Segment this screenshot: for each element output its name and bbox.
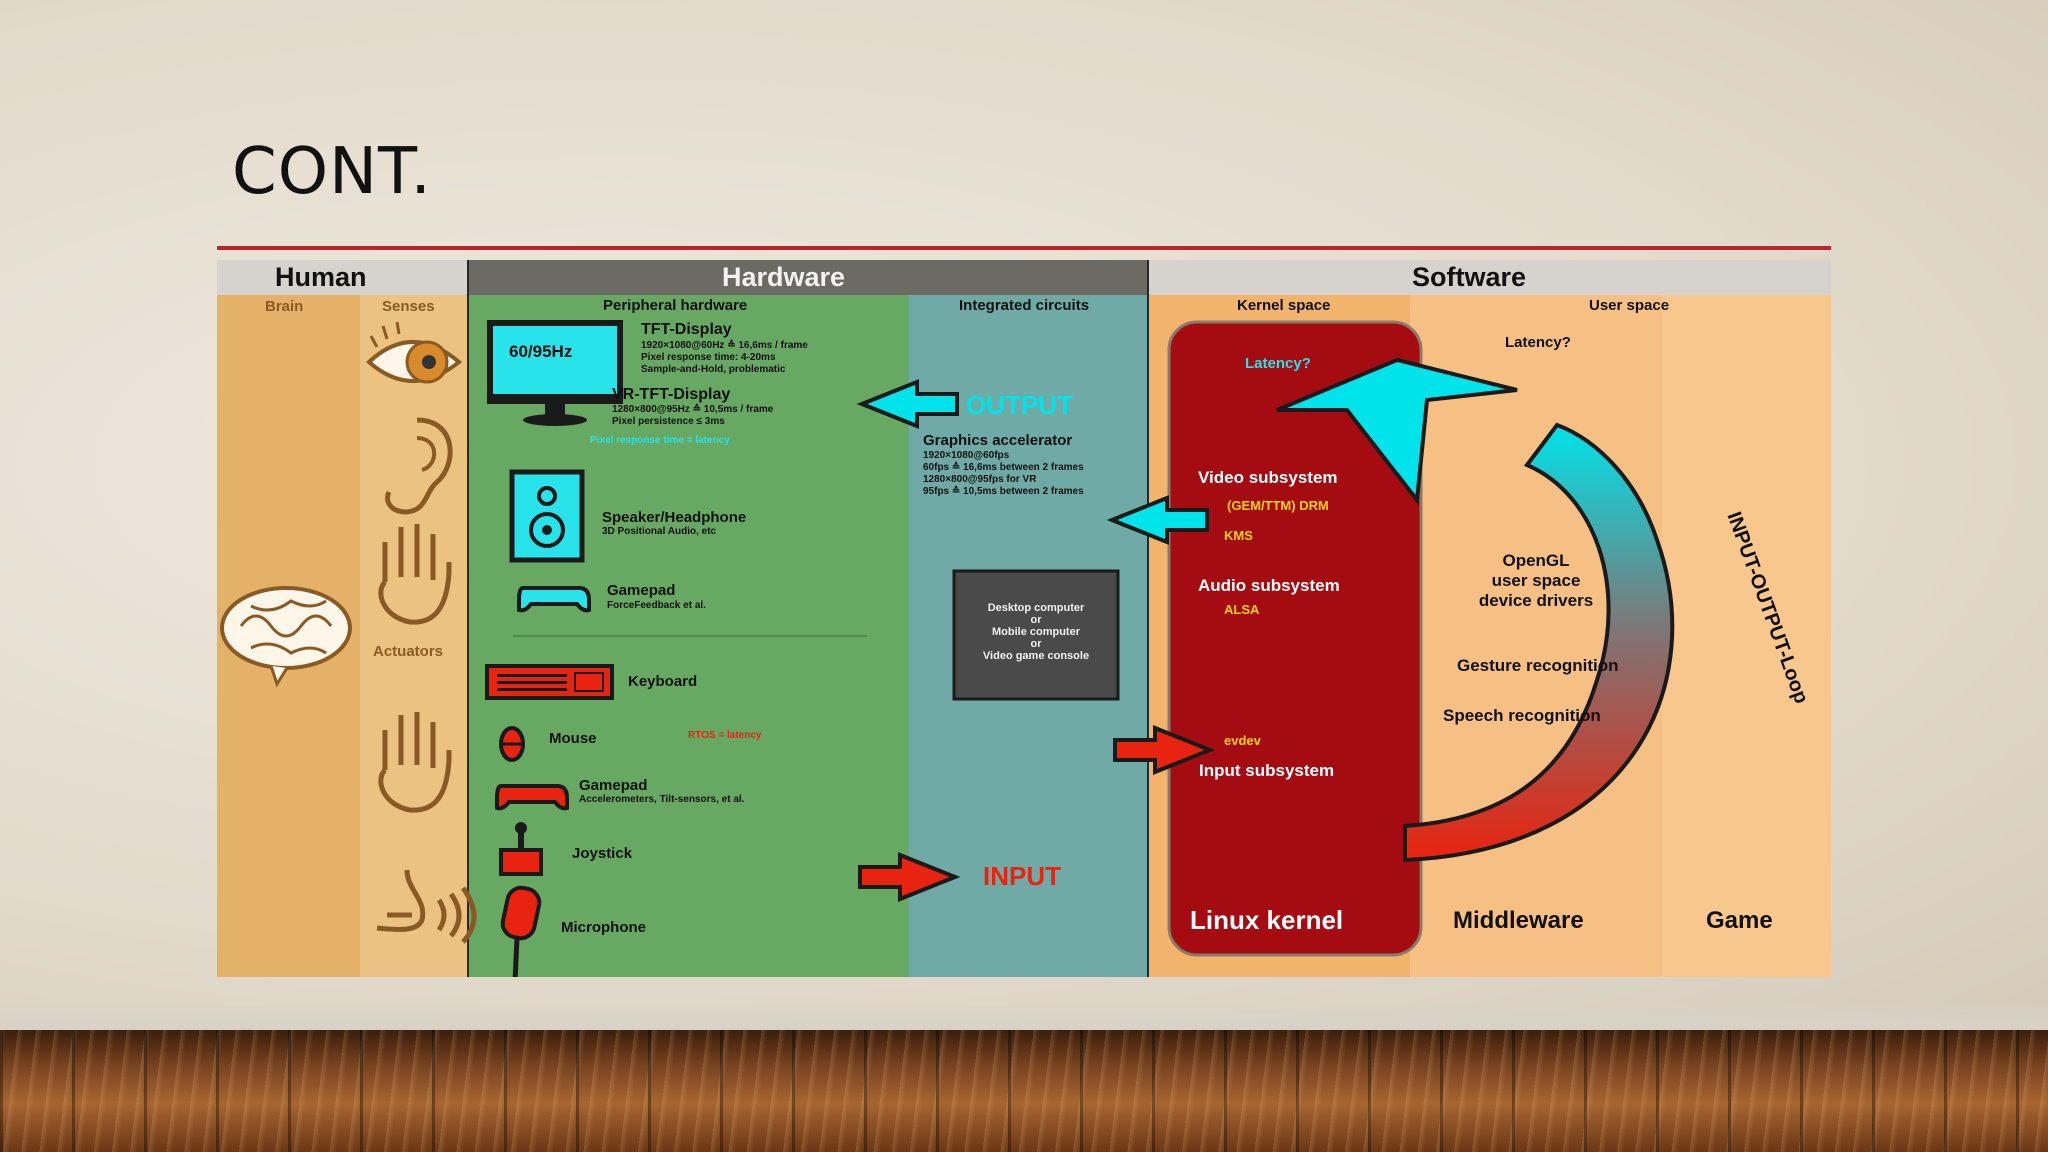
tft-line-3: Sample-and-Hold, problematic xyxy=(641,364,786,375)
microphone-label: Microphone xyxy=(561,919,646,936)
col-kernel-space: Kernel space xyxy=(1237,297,1331,314)
computer-line-2: Mobile computer xyxy=(991,626,1080,638)
kernel-box xyxy=(1167,320,1423,957)
input-label: INPUT xyxy=(983,861,1061,891)
input-arrow-kernel xyxy=(1113,725,1216,775)
opengl-line-3: device drivers xyxy=(1478,591,1594,610)
kernel-latency: Latency? xyxy=(1245,355,1311,372)
keyboard-icon xyxy=(485,664,614,700)
monitor-icon xyxy=(487,320,623,426)
userspace-latency: Latency? xyxy=(1505,334,1571,351)
col-user-space: User space xyxy=(1589,297,1670,314)
opengl-drivers: OpenGL user space device drivers xyxy=(1471,551,1601,611)
alsa-label: ALSA xyxy=(1224,602,1260,617)
hardware-header-bar xyxy=(468,260,1148,295)
gfx-line-2: 60fps ≙ 16,6ms between 2 frames xyxy=(923,462,1084,473)
microphone-icon xyxy=(500,885,542,977)
gamepad-input-title: Gamepad xyxy=(579,777,648,794)
kms-label: KMS xyxy=(1224,528,1253,543)
ear-icon xyxy=(385,417,453,515)
section-software: Software xyxy=(1412,262,1527,292)
gesture-recognition: Gesture recognition xyxy=(1457,656,1619,675)
brain-icon xyxy=(220,586,352,688)
computer-or-1: or xyxy=(1030,614,1042,626)
title-underline xyxy=(217,246,1831,250)
slide-title: CONT. xyxy=(232,135,432,209)
drm-label: (GEM/TTM) DRM xyxy=(1227,498,1329,513)
computer-or-2: or xyxy=(1030,638,1042,650)
diagram-graphics xyxy=(217,260,1831,977)
keyboard-label: Keyboard xyxy=(628,673,698,690)
joystick-icon xyxy=(499,822,543,876)
tft-line-2: Pixel response time: 4-20ms xyxy=(641,352,776,363)
output-label: OUTPUT xyxy=(966,390,1073,420)
output-arrow-kernel xyxy=(1106,495,1209,545)
gamepad-input-icon xyxy=(495,784,569,811)
gfx-title: Graphics accelerator xyxy=(923,432,1073,449)
vr-tft-line-2: Pixel persistence ≤ 3ms xyxy=(612,416,725,427)
speaker-sub: 3D Positional Audio, etc xyxy=(602,526,717,537)
rtos-note: RTOS = latency xyxy=(688,730,762,741)
input-output-loop-arrow xyxy=(1276,357,1675,863)
mouse-label: Mouse xyxy=(549,730,597,747)
joystick-label: Joystick xyxy=(572,845,633,862)
input-arrow-hardware xyxy=(858,852,961,902)
pixel-response-note: Pixel response time = latency xyxy=(590,435,730,446)
opengl-line-1: OpenGL xyxy=(1502,551,1570,570)
latency-diagram: Human Hardware Software Brain Senses Act… xyxy=(217,260,1831,977)
gamepad-output-sub: ForceFeedback et al. xyxy=(607,600,706,611)
middleware-label: Middleware xyxy=(1453,907,1584,934)
game-column xyxy=(1662,295,1831,977)
col-actuators: Actuators xyxy=(373,643,444,660)
col-integrated: Integrated circuits xyxy=(959,297,1090,314)
wooden-floor xyxy=(0,1030,2048,1152)
senses-column xyxy=(360,295,468,977)
computer-box xyxy=(952,569,1120,701)
col-brain: Brain xyxy=(265,298,304,315)
mouse-icon xyxy=(499,726,525,762)
col-senses: Senses xyxy=(382,298,435,315)
hand-actuator-icon xyxy=(378,712,452,813)
opengl-line-2: user space xyxy=(1491,571,1581,590)
floor-shadow xyxy=(0,1000,2048,1030)
game-label: Game xyxy=(1706,907,1773,934)
gamepad-input-sub: Accelerometers, Tilt-sensors, et al. xyxy=(579,794,745,805)
vr-tft-title: VR-TFT-Display xyxy=(612,386,731,403)
gfx-line-3: 1280×800@95fps for VR xyxy=(923,474,1037,485)
evdev-label: evdev xyxy=(1224,733,1261,748)
tft-refresh-badge: 60/95Hz xyxy=(509,342,573,361)
output-arrow-hardware xyxy=(856,379,959,429)
gamepad-output-icon xyxy=(517,586,591,613)
speaker-title: Speaker/Headphone xyxy=(602,509,747,526)
gfx-line-1: 1920×1080@60fps xyxy=(923,450,1010,461)
speech-recognition: Speech recognition xyxy=(1443,706,1601,725)
mouth-icon xyxy=(376,869,477,944)
computer-line-3: Video game console xyxy=(982,650,1090,662)
input-subsystem: Input subsystem xyxy=(1199,761,1335,780)
video-subsystem: Video subsystem xyxy=(1198,468,1338,487)
computer-line-1: Desktop computer xyxy=(987,602,1085,614)
speaker-icon xyxy=(509,469,585,563)
eye-icon xyxy=(366,321,463,384)
audio-subsystem: Audio subsystem xyxy=(1198,576,1340,595)
section-human: Human xyxy=(275,262,367,292)
vr-tft-line-1: 1280×800@95Hz ≙ 10,5ms / frame xyxy=(612,404,774,415)
col-peripheral: Peripheral hardware xyxy=(603,297,748,314)
tft-title: TFT-Display xyxy=(641,321,732,338)
section-hardware: Hardware xyxy=(722,262,846,292)
gamepad-output-title: Gamepad xyxy=(607,582,676,599)
hand-sense-icon xyxy=(378,524,452,625)
gfx-line-4: 95fps ≙ 10,5ms between 2 frames xyxy=(923,486,1084,497)
tft-line-1: 1920×1080@60Hz ≙ 16,6ms / frame xyxy=(641,340,808,351)
linux-kernel-label: Linux kernel xyxy=(1190,905,1344,935)
computer-label: Desktop computer or Mobile computer or V… xyxy=(954,602,1118,662)
